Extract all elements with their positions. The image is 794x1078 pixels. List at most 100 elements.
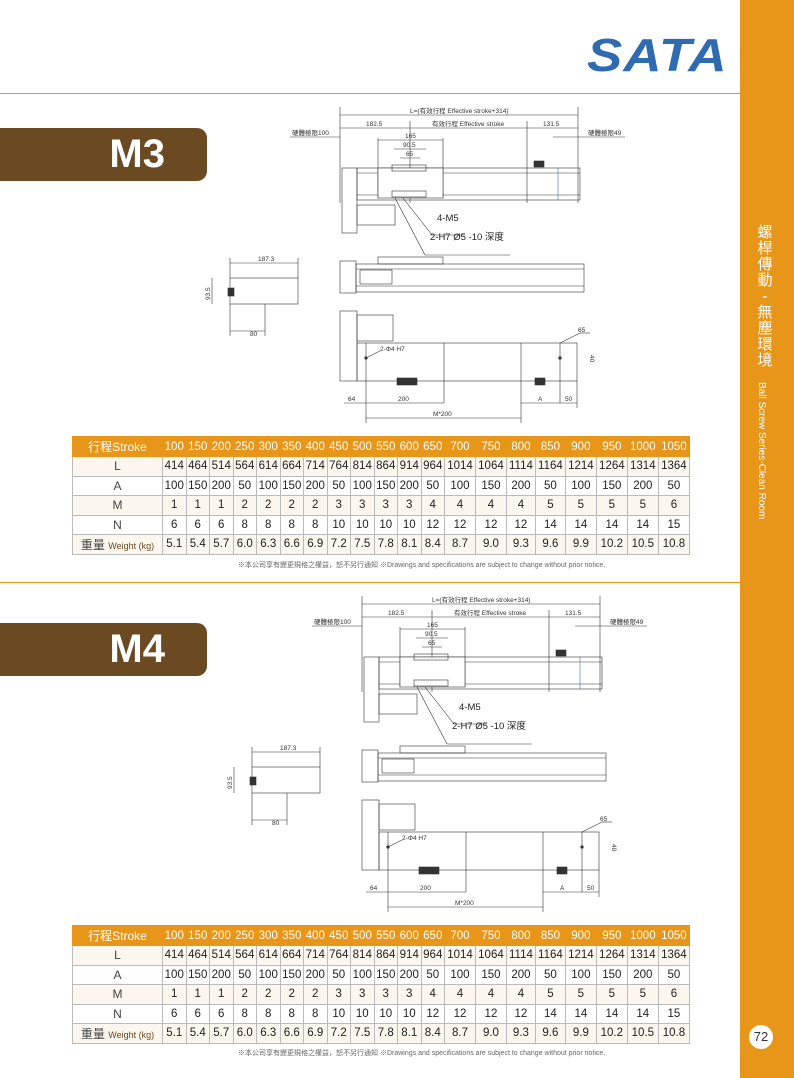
header-divider: [0, 93, 740, 94]
row-label: A: [72, 475, 163, 496]
technical-drawing: L=(有效行程 Effective stroke+314) 182.5 有效行程…: [227, 595, 647, 912]
table-cell: 1264: [595, 456, 628, 477]
table-cell: 12: [505, 514, 536, 535]
dim-m-200: M*200: [433, 411, 452, 418]
table-cell: 10: [326, 514, 351, 535]
stroke-cell: 750: [474, 436, 507, 457]
table-cell: 50: [326, 475, 351, 496]
table-cell: 12: [505, 1003, 536, 1024]
table-cell: 200: [397, 964, 422, 985]
table-cell: 6.9: [303, 534, 328, 555]
table-cell: 764: [326, 456, 351, 477]
sidebar-title-en: Ball Screw Series-Clean Room: [756, 382, 767, 520]
table-cell: 8: [232, 1003, 257, 1024]
table-cell: 50: [232, 475, 257, 496]
table-cell: 15: [657, 1003, 691, 1024]
table-cell: 200: [303, 964, 328, 985]
stroke-cell: 700: [444, 436, 476, 457]
section-divider: [0, 582, 740, 583]
dim-65-b: 65: [600, 816, 608, 823]
table-cell: 200: [505, 964, 536, 985]
dim-64: 64: [370, 885, 378, 892]
table-cell: 7.5: [350, 1023, 375, 1044]
table-cell: 764: [326, 945, 351, 966]
table-cell: 7.2: [326, 534, 351, 555]
page-number: 72: [749, 1025, 773, 1049]
table-cell: 8: [303, 1003, 328, 1024]
table-cell: 100: [444, 964, 476, 985]
table-cell: 6.0: [232, 534, 257, 555]
table-cell: 514: [209, 945, 234, 966]
table-cell: 5.1: [162, 1023, 187, 1044]
table-cell: 50: [657, 475, 691, 496]
table-cell: 3: [326, 984, 351, 1005]
dim-165: 165: [405, 133, 416, 140]
row-label: M: [72, 495, 163, 516]
table-cell: 50: [534, 475, 566, 496]
table-cell: 14: [564, 1003, 597, 1024]
stroke-cell: 350: [279, 436, 304, 457]
model-tab-m4: M4: [0, 623, 207, 676]
stroke-cell: 500: [350, 925, 375, 946]
table-cell: 10.5: [626, 534, 659, 555]
table-cell: 1214: [564, 456, 597, 477]
dim-65: 65: [428, 640, 436, 647]
table-cell: 564: [232, 456, 257, 477]
table-cell: 8: [303, 514, 328, 535]
table-cell: 10: [350, 1003, 375, 1024]
stroke-cell: 550: [373, 925, 398, 946]
stroke-cell: 100: [162, 436, 187, 457]
table-cell: 10.2: [595, 534, 628, 555]
table-cell: 12: [444, 1003, 476, 1024]
table-cell: 6: [657, 984, 691, 1005]
table-cell: 200: [209, 475, 234, 496]
table-cell: 3: [373, 984, 398, 1005]
table-cell: 5.4: [185, 1023, 210, 1044]
dim-165: 165: [427, 622, 438, 629]
table-cell: 2: [232, 495, 257, 516]
table-cell: 100: [256, 475, 281, 496]
dim-m-200: M*200: [455, 900, 474, 907]
table-cell: 614: [256, 456, 281, 477]
hw-limit-49: 硬體極限49: [588, 128, 622, 137]
table-cell: 5.1: [162, 534, 187, 555]
table-cell: 464: [185, 945, 210, 966]
table-cell: 10: [397, 514, 422, 535]
table-cell: 12: [474, 1003, 507, 1024]
stroke-cell: 300: [256, 925, 281, 946]
table-cell: 150: [185, 475, 210, 496]
stroke-cell: 300: [256, 436, 281, 457]
table-cell: 10.5: [626, 1023, 659, 1044]
table-cell: 964: [420, 456, 445, 477]
table-cell: 10.2: [595, 1023, 628, 1044]
table-cell: 50: [657, 964, 691, 985]
table-cell: 14: [564, 514, 597, 535]
table-cell: 2: [232, 984, 257, 1005]
table-cell: 100: [350, 475, 375, 496]
table-cell: 8.4: [420, 534, 445, 555]
table-cell: 714: [303, 945, 328, 966]
table-cell: 9.3: [505, 1023, 536, 1044]
table-cell: 100: [444, 475, 476, 496]
stroke-cell: 400: [303, 925, 328, 946]
stroke-cell: 700: [444, 925, 476, 946]
table-cell: 150: [474, 475, 507, 496]
dim-131-5: 131.5: [565, 610, 582, 617]
table-cell: 1: [185, 495, 210, 516]
table-cell: 8: [232, 514, 257, 535]
label-4-m5: 4-M5: [459, 702, 481, 713]
stroke-cell: 950: [595, 436, 628, 457]
table-cell: 6.6: [279, 1023, 304, 1044]
table-cell: 4: [505, 984, 536, 1005]
table-cell: 2: [256, 495, 281, 516]
dim-a: A: [538, 396, 543, 403]
table-cell: 6.6: [279, 534, 304, 555]
table-cell: 6: [162, 1003, 187, 1024]
stroke-cell: 600: [397, 925, 422, 946]
dim-200: 200: [420, 885, 431, 892]
dim-187-3: 187.3: [280, 745, 297, 752]
stroke-cell: 100: [162, 925, 187, 946]
